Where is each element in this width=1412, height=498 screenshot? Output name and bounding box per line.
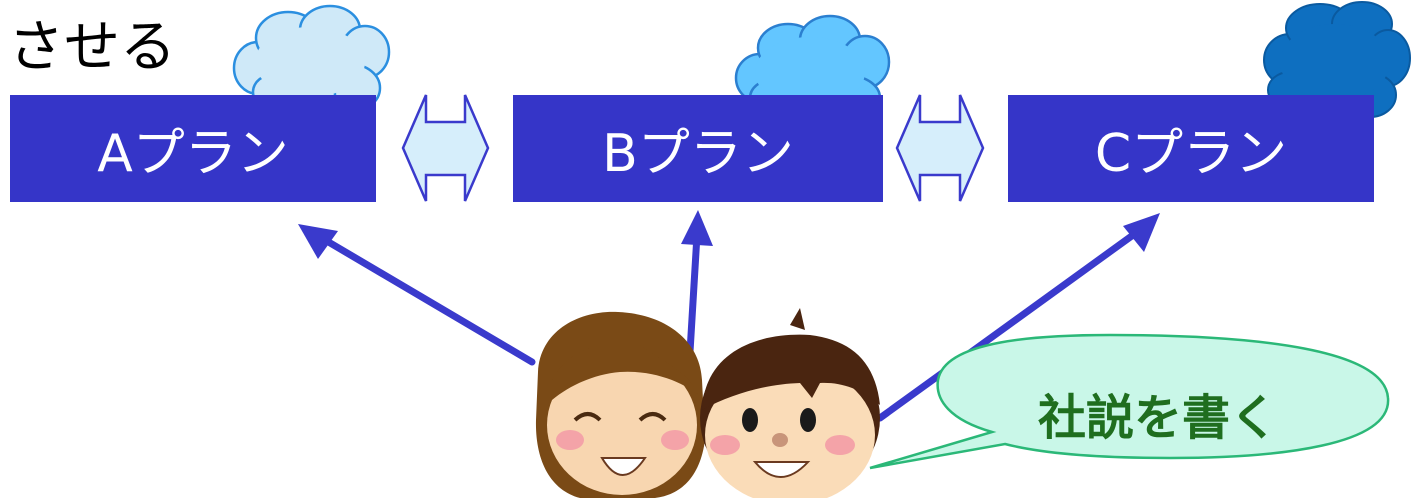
arrow-to-plan-c — [876, 226, 1144, 422]
arrow-to-plan-b — [686, 231, 701, 356]
speech-bubble-text: 社説を書く — [1037, 390, 1278, 446]
plan-c-box: Cプラン — [1008, 95, 1374, 202]
heading-text: させる — [8, 15, 176, 80]
speech-bubble-icon — [869, 333, 1390, 470]
plan-a-box: Aプラン — [10, 95, 376, 202]
boy-face-icon — [700, 308, 880, 498]
double-arrow-b-c — [895, 94, 985, 202]
girl-face-icon — [535, 311, 705, 498]
arrow-to-plan-a — [316, 233, 536, 366]
double-arrow-a-b — [401, 94, 490, 202]
plan-a-label: Aプラン — [97, 124, 289, 184]
plan-b-box: Bプラン — [513, 95, 883, 202]
plan-c-label: Cプラン — [1094, 124, 1288, 184]
plan-b-label: Bプラン — [602, 124, 794, 184]
